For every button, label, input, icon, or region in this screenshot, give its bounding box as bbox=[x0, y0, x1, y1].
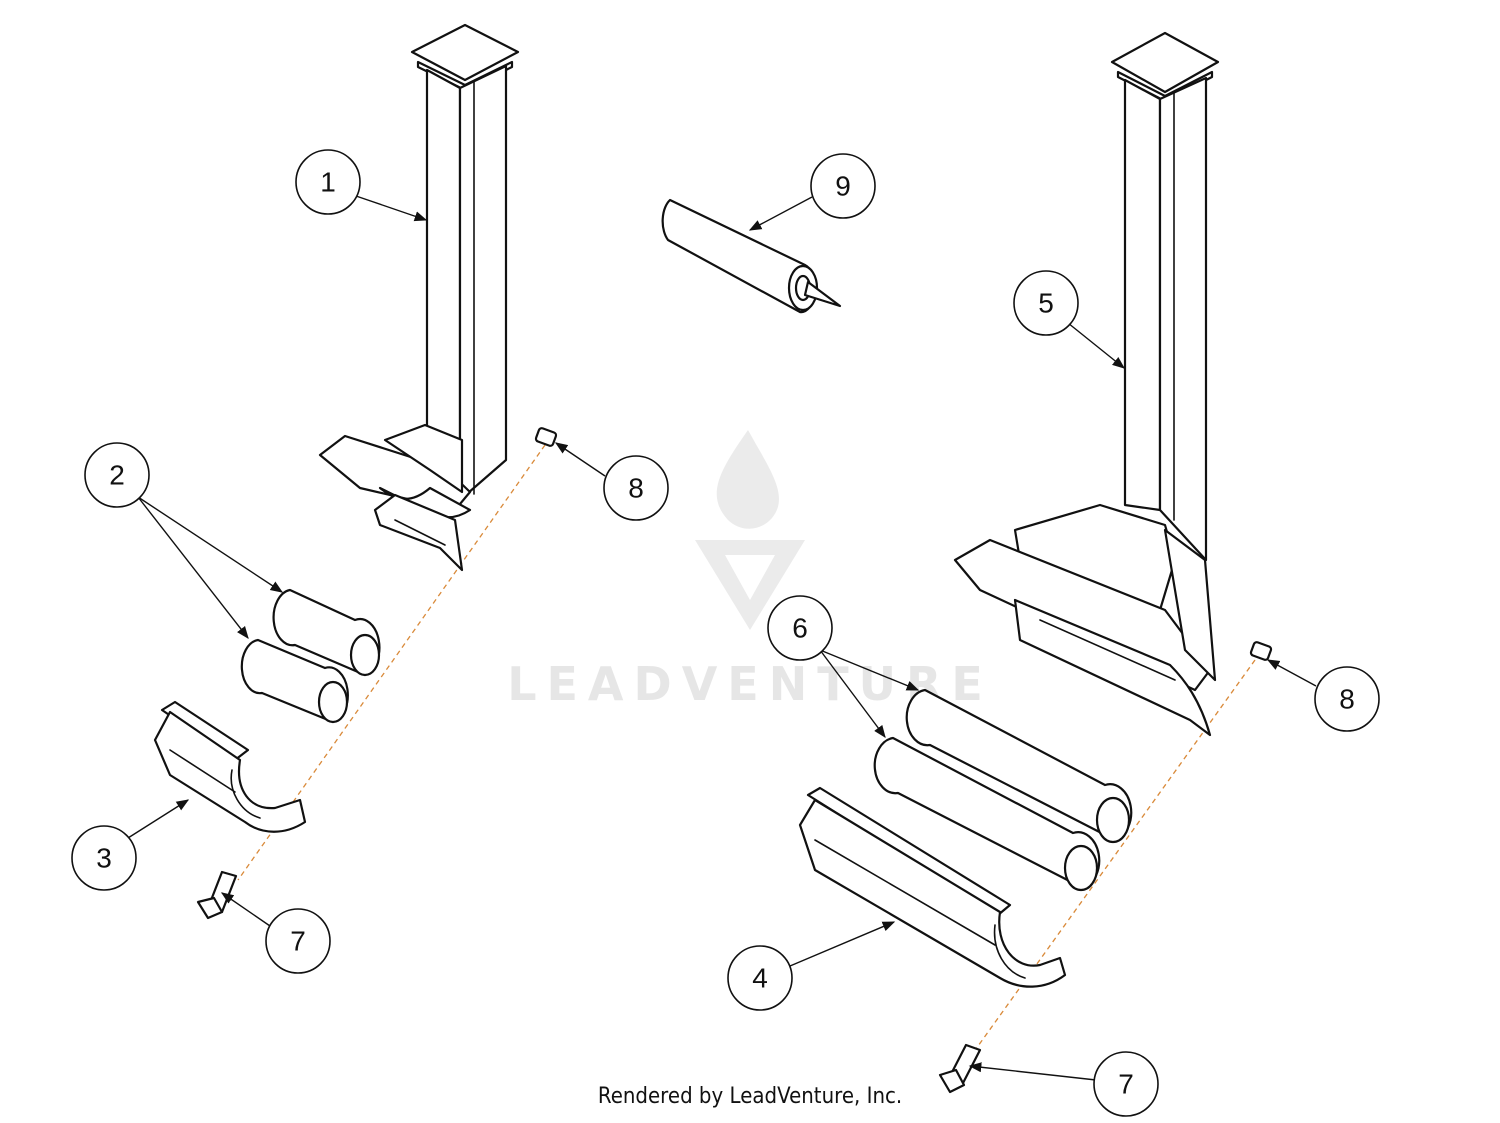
callout-1[interactable]: 1 bbox=[295, 149, 361, 215]
watermark: LEADVENTURE bbox=[507, 430, 983, 711]
callout-1-label: 1 bbox=[320, 167, 336, 198]
part-1-left-post bbox=[318, 23, 520, 572]
watermark-flame-icon bbox=[716, 430, 779, 529]
callout-5[interactable]: 5 bbox=[1013, 270, 1079, 336]
callout-8-left[interactable]: 8 bbox=[603, 455, 669, 521]
callout-4[interactable]: 4 bbox=[727, 945, 793, 1011]
footer-credit: Rendered by LeadVenture, Inc. bbox=[597, 1084, 903, 1109]
callout-6[interactable]: 6 bbox=[767, 595, 833, 661]
callout-6-label: 6 bbox=[792, 613, 808, 644]
part-4-right-channel bbox=[798, 786, 1067, 988]
watermark-v-icon bbox=[695, 540, 805, 630]
callout-2[interactable]: 2 bbox=[84, 442, 150, 508]
part-9-sealant-tube bbox=[661, 198, 842, 314]
part-7-bolt-left bbox=[196, 870, 238, 920]
part-8-nut-right bbox=[1249, 641, 1273, 661]
part-6-rollers-right bbox=[873, 688, 1133, 892]
callout-8-right[interactable]: 8 bbox=[1314, 666, 1380, 732]
callout-9[interactable]: 9 bbox=[810, 153, 876, 219]
callout-7-left[interactable]: 7 bbox=[265, 908, 331, 974]
callout-3[interactable]: 3 bbox=[71, 825, 137, 891]
part-5-right-post bbox=[953, 31, 1220, 737]
callout-5-label: 5 bbox=[1038, 288, 1054, 319]
callout-3-label: 3 bbox=[96, 843, 112, 874]
callout-9-label: 9 bbox=[835, 171, 851, 202]
part-7-bolt-right bbox=[938, 1043, 982, 1094]
part-3-left-channel bbox=[153, 700, 307, 833]
callout-7-right-label: 7 bbox=[1118, 1069, 1134, 1100]
part-8-nut-left bbox=[534, 427, 558, 447]
callout-2-label: 2 bbox=[109, 460, 125, 491]
callout-8-left-label: 8 bbox=[628, 473, 644, 504]
callout-8-right-label: 8 bbox=[1339, 684, 1355, 715]
callout-7-left-label: 7 bbox=[290, 926, 306, 957]
assembly-axis-right bbox=[967, 659, 1256, 1061]
callout-4-label: 4 bbox=[752, 963, 768, 994]
callout-7-right[interactable]: 7 bbox=[1093, 1051, 1159, 1117]
part-2-rollers-left bbox=[240, 588, 381, 724]
leader-lines bbox=[127, 195, 1317, 1081]
